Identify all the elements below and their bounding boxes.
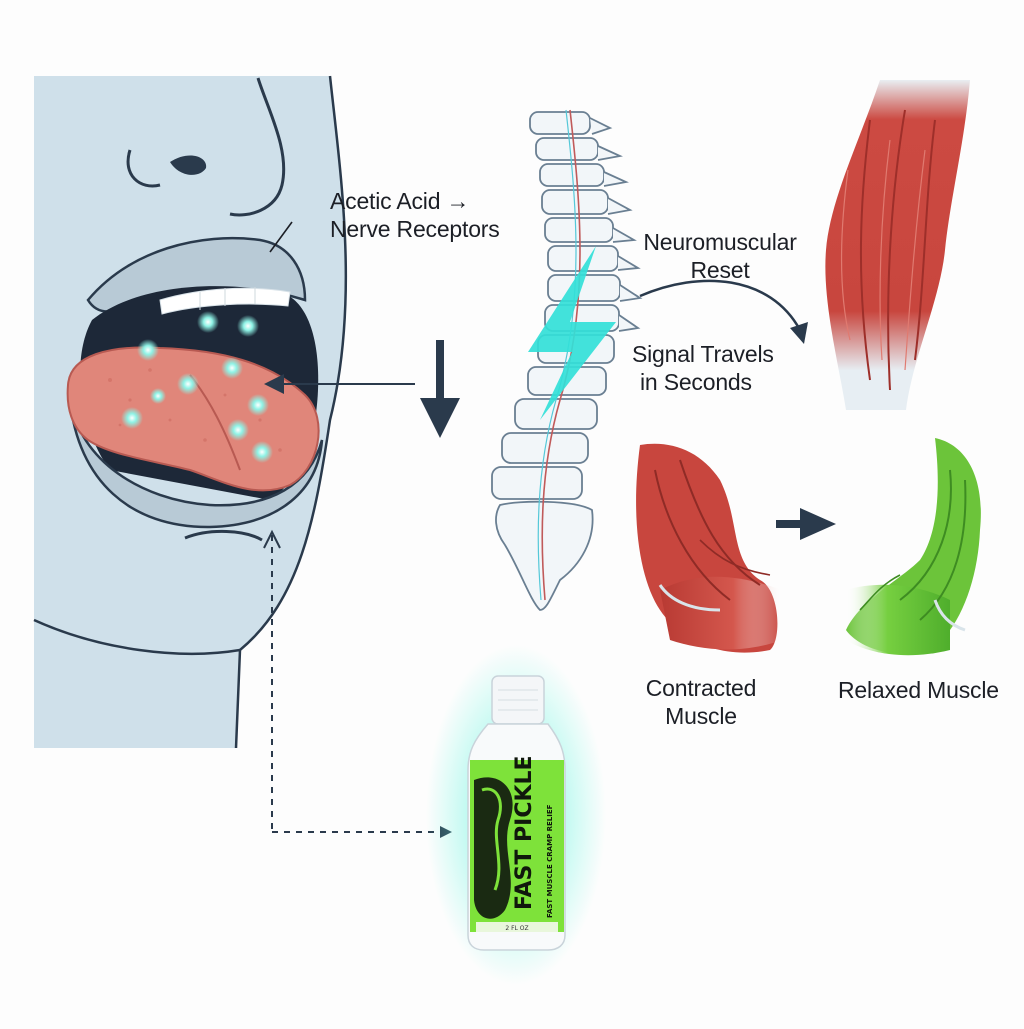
bottle-brand: FAST PICKLE (512, 755, 537, 910)
transition-arrow (776, 508, 836, 540)
bottle-tagline: FAST MUSCLE CRAMP RELIEF (546, 804, 554, 918)
lower-lip (68, 399, 324, 529)
leg-muscle-illustration (825, 80, 970, 410)
reset-curve-arrow (639, 279, 802, 331)
acetic-acid-label: Acetic Acid → Nerve Receptors (330, 188, 500, 242)
relaxed-muscle-label: Relaxed Muscle (838, 677, 999, 703)
face-illustration (33, 75, 348, 749)
relaxed-muscle-illustration (846, 438, 981, 656)
lightning-bolt-icon (528, 246, 616, 420)
pickle-shot-bottle (426, 645, 606, 985)
nerve-receptor-dots (121, 311, 273, 463)
chin-crease (184, 530, 263, 542)
spine-illustration (491, 109, 643, 611)
jaw-line (33, 618, 241, 655)
contracted-muscle-illustration (636, 443, 782, 653)
down-arrow (420, 340, 460, 438)
contracted-muscle-label: Contracted Muscle (645, 675, 757, 729)
bottle-size: 2 FL OZ (505, 925, 528, 932)
neuromuscular-reset-label: Neuromuscular Reset (643, 229, 797, 283)
nostril (170, 155, 207, 175)
nose (229, 77, 286, 217)
signal-travels-label: Signal Travels in Seconds (632, 341, 774, 395)
